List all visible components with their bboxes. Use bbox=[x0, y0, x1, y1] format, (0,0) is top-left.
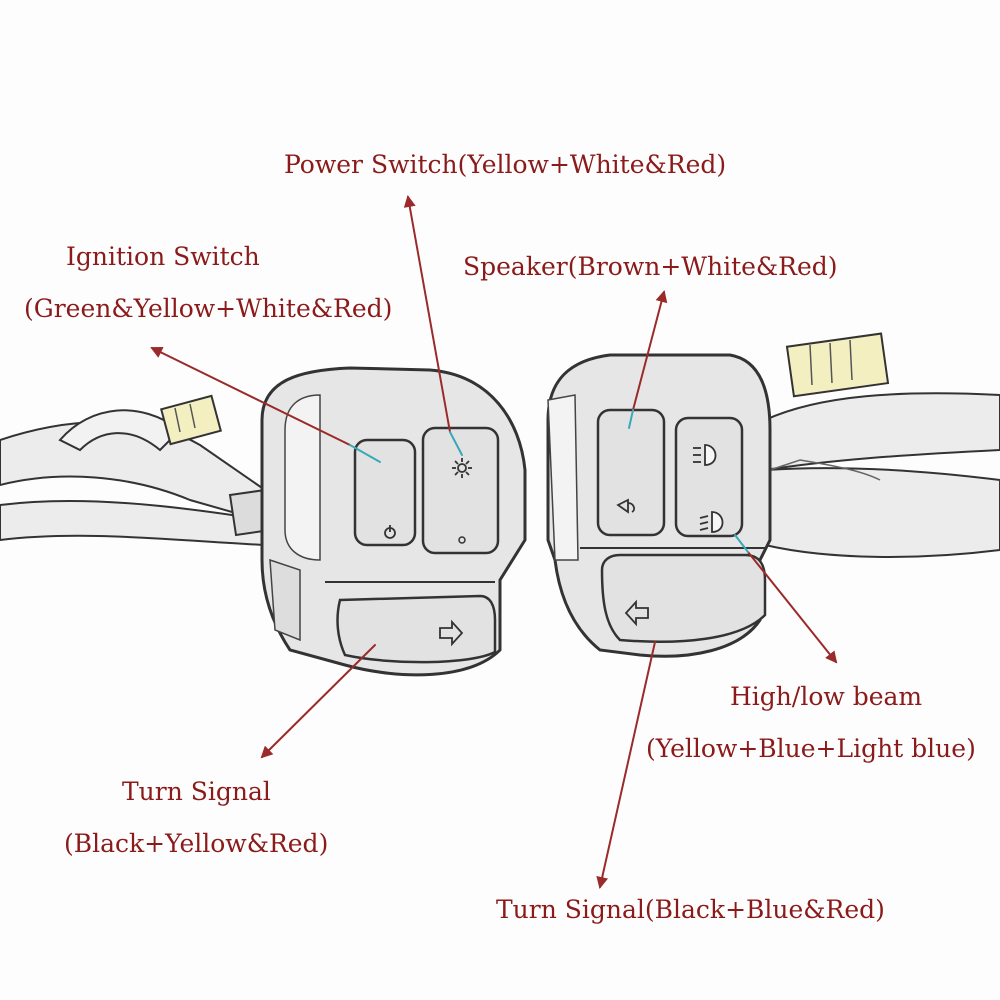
left-turn-signal-arrow bbox=[260, 644, 376, 759]
high-low-beam-wires-label: (Yellow+Blue+Light blue) bbox=[646, 734, 976, 763]
right-turn-signal-label: Turn Signal(Black+Blue&Red) bbox=[496, 895, 885, 924]
turn-left-arrow-icon bbox=[624, 599, 649, 627]
turn-right-arrow-icon bbox=[439, 619, 464, 647]
power-switch-dot-icon bbox=[458, 536, 466, 544]
right-connector bbox=[785, 332, 890, 398]
left-turn-signal-wires-label: (Black+Yellow&Red) bbox=[64, 829, 329, 858]
power-switch-label: Power Switch(Yellow+White&Red) bbox=[284, 150, 727, 179]
low-beam-icon bbox=[699, 511, 724, 533]
speaker-label: Speaker(Brown+White&Red) bbox=[463, 252, 838, 281]
right-cable-bundle bbox=[764, 392, 1000, 558]
power-switch-arrow bbox=[403, 195, 463, 456]
left-turn-signal-switch bbox=[336, 594, 497, 664]
speaker-arrow bbox=[628, 290, 668, 429]
horn-icon bbox=[616, 498, 635, 514]
light-icon bbox=[452, 458, 472, 478]
high-low-beam-label: High/low beam bbox=[730, 682, 923, 711]
ignition-switch-wires-label: (Green&Yellow+White&Red) bbox=[24, 294, 393, 323]
ignition-switch-button bbox=[353, 438, 417, 547]
left-cable-bundle bbox=[0, 409, 272, 547]
power-switch-button bbox=[421, 426, 500, 555]
right-turn-signal-arrow bbox=[596, 641, 656, 889]
ignition-switch-label: Ignition Switch bbox=[66, 242, 260, 271]
high-low-beam-switch bbox=[674, 416, 744, 538]
high-low-beam-arrow bbox=[734, 534, 838, 664]
power-icon bbox=[384, 525, 396, 539]
speaker-horn-button bbox=[596, 408, 666, 537]
high-beam-icon bbox=[693, 444, 717, 466]
left-turn-signal-label: Turn Signal bbox=[122, 777, 271, 806]
ignition-switch-arrow bbox=[150, 347, 381, 463]
left-connector bbox=[160, 394, 222, 446]
right-turn-signal-switch bbox=[600, 553, 767, 643]
